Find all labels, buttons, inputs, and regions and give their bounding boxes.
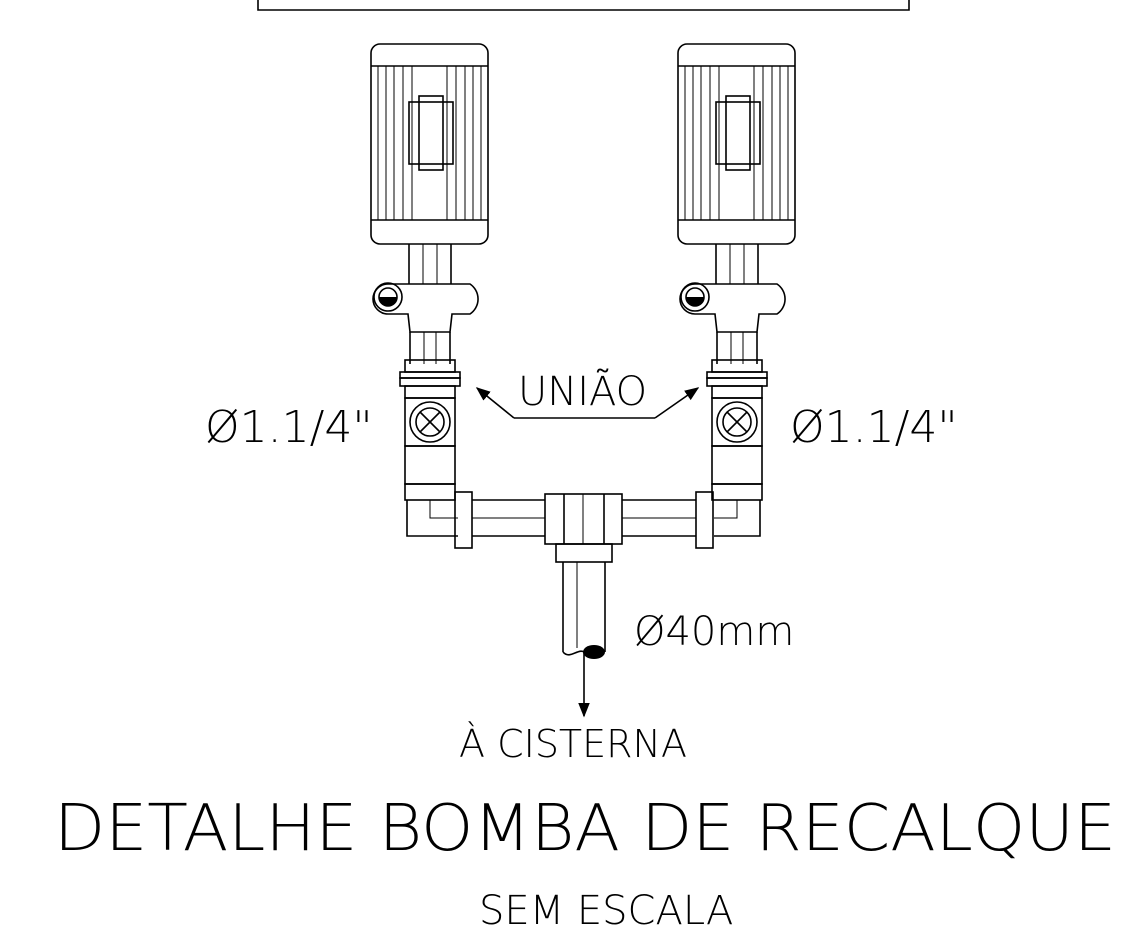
right-check-valve bbox=[711, 397, 763, 447]
right-pump-assembly bbox=[677, 43, 796, 537]
union-leader bbox=[475, 387, 700, 419]
union-label: UNIÃO bbox=[518, 367, 647, 415]
right-elbow-coupling bbox=[695, 491, 714, 549]
right-riser-pipe bbox=[716, 332, 758, 364]
suction-diameter-label: Ø40mm bbox=[634, 609, 794, 655]
right-pump-shaft bbox=[715, 244, 759, 284]
left-union bbox=[399, 359, 461, 399]
left-elbow-coupling bbox=[454, 491, 473, 549]
pipe-break-symbol bbox=[583, 645, 605, 659]
suction-pipe bbox=[562, 562, 606, 718]
suction-manifold bbox=[454, 491, 714, 563]
left-check-valve bbox=[404, 397, 456, 447]
right-riser-lower bbox=[711, 445, 763, 537]
diagram-title: DETALHE BOMBA DE RECALQUE bbox=[54, 792, 1116, 866]
right-motor bbox=[677, 43, 796, 245]
right-diameter-label: Ø1.1/4" bbox=[790, 402, 958, 453]
right-pump-volute bbox=[679, 282, 786, 333]
top-frame bbox=[257, 0, 910, 11]
destination-label: À CISTERNA bbox=[459, 722, 687, 766]
left-pump-shaft bbox=[408, 244, 452, 284]
left-riser-lower bbox=[404, 445, 458, 537]
left-pump-volute bbox=[372, 282, 479, 333]
left-riser-pipe bbox=[409, 332, 451, 364]
right-union bbox=[706, 359, 768, 399]
left-motor bbox=[370, 43, 489, 245]
left-pump-assembly bbox=[370, 43, 489, 537]
left-diameter-label: Ø1.1/4" bbox=[205, 402, 373, 453]
diagram-subtitle: SEM ESCALA bbox=[479, 888, 733, 934]
